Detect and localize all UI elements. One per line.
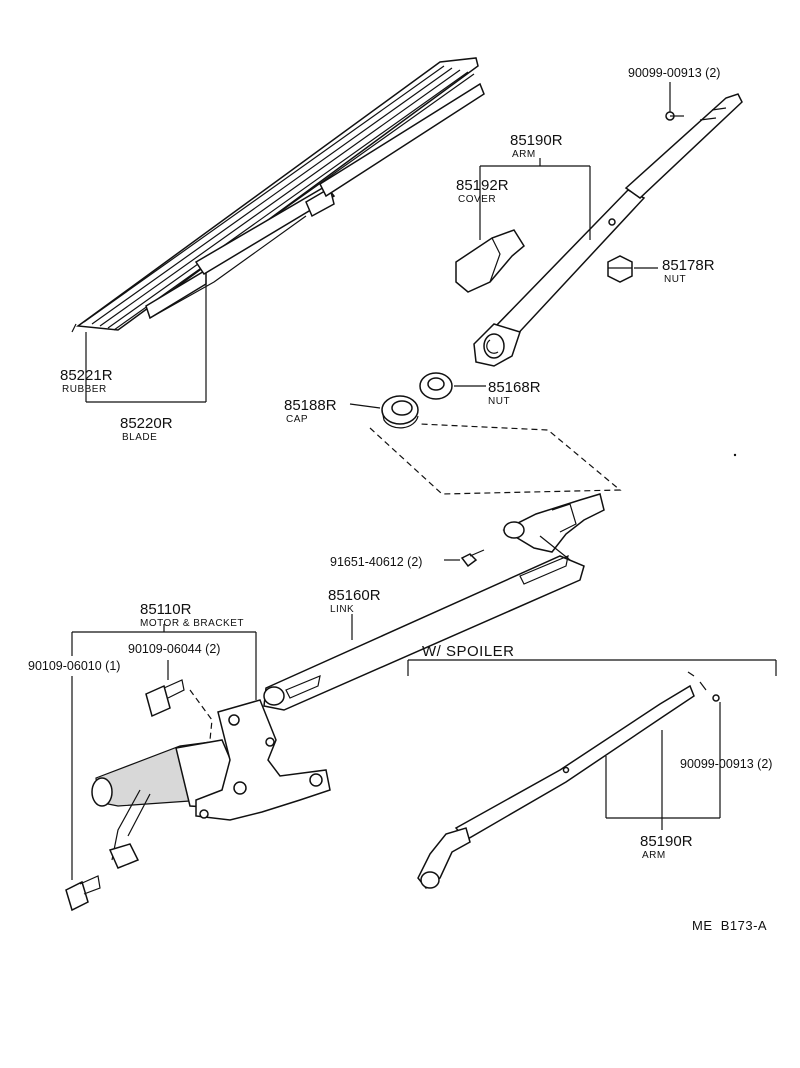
part-number: 85178R — [662, 257, 715, 274]
motor-callout-lines — [71, 624, 257, 880]
cap-drawing — [349, 395, 419, 429]
part-number: 85221R — [60, 367, 113, 384]
motor-bracket-drawing — [91, 699, 331, 869]
part-number: 85110R — [140, 601, 192, 618]
label-bolt-motor-a: 90109-06044 (2) — [128, 642, 220, 656]
part-number: 85188R — [284, 397, 337, 414]
pivot-drawing — [502, 493, 605, 561]
wiper-blade-drawing — [71, 57, 485, 333]
part-name: NUT — [488, 396, 510, 407]
label-spoiler-header: W/ SPOILER — [422, 643, 515, 660]
label-screw-link: 91651-40612 (2) — [330, 555, 422, 569]
part-number: 85190R — [510, 132, 563, 149]
label-cover: 85192R COVER — [456, 177, 509, 205]
part-name: BLADE — [122, 432, 157, 443]
label-motor: 85110R MOTOR & BRACKET — [140, 601, 244, 629]
label-nut-85168r: 85168R NUT — [488, 379, 541, 407]
spoiler-arm-callout-lines — [605, 702, 721, 830]
nut-85168r-drawing — [419, 372, 486, 400]
part-name: LINK — [330, 604, 354, 615]
label-rubber: 85221R RUBBER — [60, 367, 113, 395]
link-drawing — [263, 555, 585, 711]
alignment-dashed-line — [369, 423, 622, 495]
part-name: CAP — [286, 414, 308, 425]
section-header: W/ SPOILER — [422, 643, 515, 660]
wiper-arm-drawing — [473, 93, 743, 367]
part-name: MOTOR & BRACKET — [140, 618, 244, 629]
part-number: 85220R — [120, 415, 173, 432]
part-name: COVER — [458, 194, 496, 205]
part-name: ARM — [512, 149, 536, 160]
label-arm-spoiler: 85190R ARM — [640, 833, 693, 861]
label-nut-85178r: 85178R NUT — [662, 257, 715, 285]
part-number: 90099-00913 (2) — [628, 66, 720, 80]
reference-code: ME B173-A — [692, 918, 767, 933]
part-number: 85190R — [640, 833, 693, 850]
arm-callout-lines — [479, 158, 591, 240]
bolt-motor-a-drawing — [145, 679, 213, 741]
part-name: ARM — [642, 850, 666, 861]
part-number: 90109-06010 (1) — [28, 659, 120, 673]
label-bolt-top: 90099-00913 (2) — [628, 66, 720, 80]
label-arm: 85190R ARM — [510, 132, 563, 160]
label-link: 85160R LINK — [328, 587, 381, 615]
part-number: 85168R — [488, 379, 541, 396]
part-name: RUBBER — [62, 384, 107, 395]
part-number: 85160R — [328, 587, 381, 604]
part-number: 90099-00913 (2) — [680, 757, 772, 771]
spoiler-arm-drawing — [417, 671, 720, 890]
spoiler-bracket — [407, 659, 777, 676]
bolt-motor-b-drawing — [65, 875, 101, 912]
part-number: 90109-06044 (2) — [128, 642, 220, 656]
part-name: NUT — [664, 274, 686, 285]
label-bolt-spoiler: 90099-00913 (2) — [680, 757, 772, 771]
label-blade: 85220R BLADE — [120, 415, 173, 443]
stray-dot — [733, 453, 737, 457]
screw-link-drawing — [444, 549, 485, 568]
nut-85178r-drawing — [607, 255, 658, 283]
cover-drawing — [455, 229, 525, 293]
label-cap: 85188R CAP — [284, 397, 337, 425]
rubber-blade-callout-lines — [85, 280, 207, 403]
part-number: 85192R — [456, 177, 509, 194]
part-number: 91651-40612 (2) — [330, 555, 422, 569]
label-bolt-motor-b: 90109-06010 (1) — [28, 659, 120, 673]
bolt-top-drawing — [665, 82, 684, 121]
